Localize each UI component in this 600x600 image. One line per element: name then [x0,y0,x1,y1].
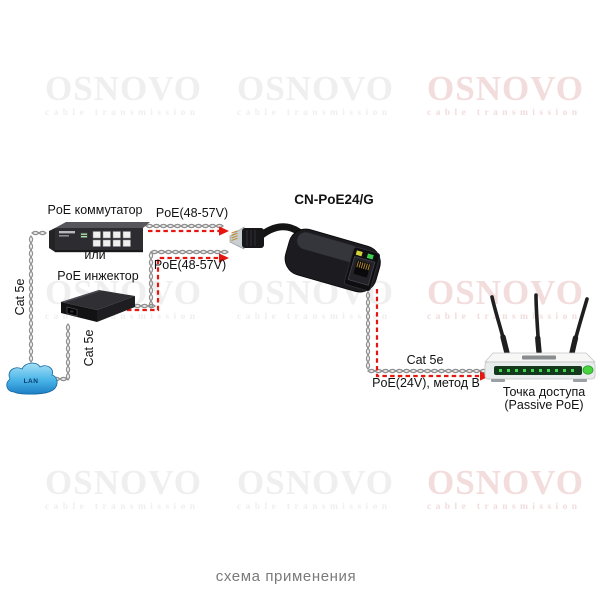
plug-boot-ridges [246,230,256,246]
poe-power-arrow [127,256,219,312]
cat5e-cable [367,368,488,374]
cat5e-cable [367,368,488,374]
ap-power-button [582,365,594,375]
poe-48-57v-label-1: PoE(48-57V) [155,206,229,220]
cat5e-label-left: Cat 5e [13,278,28,316]
cat5e-cable [65,323,71,381]
injector-edge-highlight [61,290,101,303]
switch-label: PoE коммутатор [47,203,143,217]
switch-bottom-edge [55,250,143,253]
splitter-gloss [297,232,360,263]
switch-led-block [80,232,88,238]
lan-cloud-label: LAN [24,378,39,385]
poe-splitter-image [229,223,381,293]
cloud-shape [6,362,58,395]
cat5e-cable [148,251,154,309]
access-point-label-line2: (Passive PoE) [504,398,584,412]
cat5e-cable [31,230,47,236]
poe-power-arrowhead [219,226,229,236]
jack-gold-pins [356,261,371,271]
switch-left-face [49,228,55,252]
plug-boot [242,228,264,248]
splitter-body [284,228,381,293]
jack-led-amber [355,250,363,257]
poe-power-arrow [375,289,479,378]
switch-port-block [92,231,131,247]
or-label: или [84,248,106,262]
rj45-plug [229,226,264,250]
cat5e-cable [145,223,224,229]
diagram-caption: схема применения [215,568,357,585]
access-point-label-line1: Точка доступа [502,385,586,399]
cat5e-cable [150,249,229,255]
cat5e-label-mid: Cat 5e [82,329,97,367]
antenna-left-base [500,334,510,356]
injector-port-slot [70,310,74,313]
cat5e-cable [28,235,34,363]
switch-front-face [55,228,143,250]
antenna-middle-base [535,335,542,355]
poe-48-57v-label-2: PoE(48-57V) [153,258,227,272]
ap-foot-left [491,379,505,382]
switch-label-print [59,231,75,234]
switch-leds [81,236,87,238]
injector-right-face [97,296,135,322]
antenna-right-base [569,335,579,356]
plug-gold-pins [231,230,238,241]
antennas [490,293,589,356]
device-title: CN-PoE24/G [294,192,374,207]
cat5e-cable [150,249,229,255]
ap-brand-strip [522,355,556,360]
cables-and-arrows-layer [28,223,490,382]
switch-leds [81,233,87,235]
ap-led-strip [494,366,582,375]
injector-front-face [61,302,97,322]
cat5e-cable [145,223,224,229]
cat5e-cable [365,291,371,370]
switch-label-print2 [59,235,69,237]
ap-leds [499,369,574,372]
poe-power-arrowhead [219,253,229,263]
switch-top-face [55,222,150,228]
access-point-image [484,293,596,382]
injector-top-face [61,290,135,310]
poe-24v-method-b-label: PoE(24V), метод B [372,376,480,390]
ap-foot-right [573,379,587,382]
jack-led-green [366,253,374,260]
cat5e-cable [365,291,371,370]
cat5e-label-right: Cat 5e [406,353,444,367]
poe-injector-image [61,290,135,322]
poe-switch-image [49,222,150,253]
lan-cloud-image: LAN [6,362,58,395]
injector-label: PoE инжектор [57,269,139,283]
